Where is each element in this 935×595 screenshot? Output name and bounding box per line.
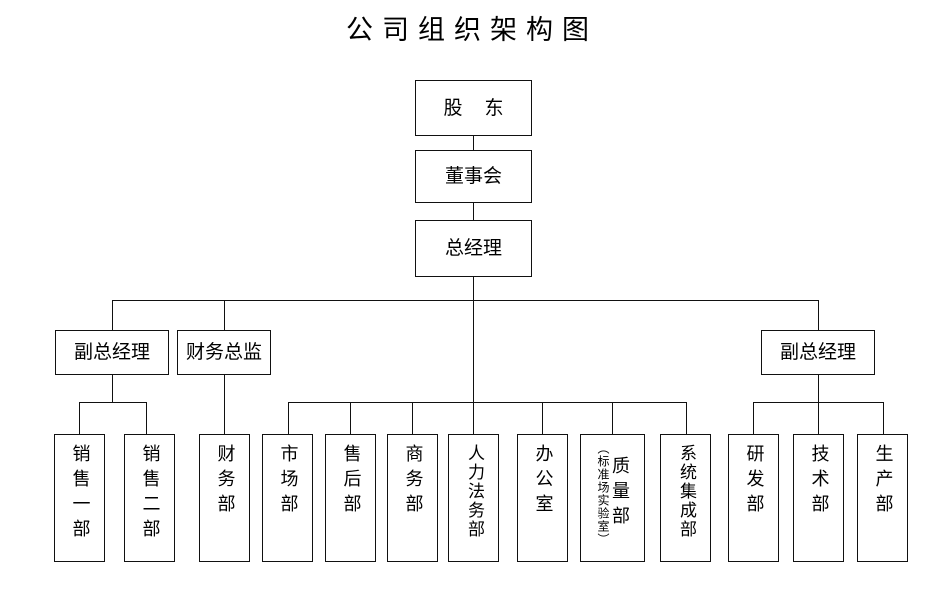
node-production-dept[interactable]: 生产部: [857, 434, 908, 562]
node-deputy-gm-left-label: 副总经理: [73, 341, 150, 364]
node-board-label: 董事会: [444, 165, 502, 188]
node-quality-dept-label: 质量部: [609, 456, 630, 531]
node-office-dept[interactable]: 办公室: [517, 434, 568, 562]
connector-tech-dept: [818, 402, 819, 434]
node-business-dept[interactable]: 商务部: [387, 434, 438, 562]
connector-production-dept: [883, 402, 884, 434]
connector-bus-deputy-left: [112, 300, 113, 330]
page-title: 公司组织架构图: [346, 15, 598, 46]
bus-top-management: [112, 300, 819, 301]
node-system-integration-dept-label: 系统集成部: [676, 444, 696, 539]
node-shareholder-label: 股 东: [443, 96, 512, 119]
connector-business-dept: [412, 402, 413, 434]
connector-rd-dept: [753, 402, 754, 434]
connector-deputy-left-trunk: [112, 375, 113, 402]
node-marketing-dept[interactable]: 市场部: [262, 434, 313, 562]
node-quality-dept-sublabel: （标准场实验室）: [596, 442, 610, 546]
node-finance-dept[interactable]: 财务部: [199, 434, 250, 562]
node-hr-legal-dept[interactable]: 人力法务部: [448, 434, 499, 562]
node-sales-dept-2[interactable]: 销售二部: [124, 434, 175, 562]
node-sales-dept-1-label: 销售一部: [69, 444, 91, 544]
connector-office-dept: [542, 402, 543, 434]
bus-deputy-left: [79, 402, 146, 403]
node-business-dept-label: 商务部: [402, 444, 424, 519]
connector-system-integration-dept: [686, 402, 687, 434]
node-sales-dept-2-label: 销售二部: [139, 444, 161, 544]
node-deputy-gm-right[interactable]: 副总经理: [761, 330, 875, 375]
node-general-manager[interactable]: 总经理: [415, 220, 532, 277]
bus-gm-departments: [288, 402, 686, 403]
connector-hr-legal-dept: [473, 402, 474, 434]
node-deputy-gm-right-label: 副总经理: [779, 341, 856, 364]
connector-shareholder-board: [473, 136, 474, 150]
node-hr-legal-dept-label: 人力法务部: [464, 444, 484, 539]
node-quality-dept[interactable]: 质量部 （标准场实验室）: [580, 434, 645, 562]
connector-gm-trunk: [473, 277, 474, 301]
node-after-sales-dept-label: 售后部: [340, 444, 362, 519]
node-finance-director[interactable]: 财务总监: [177, 330, 271, 375]
node-marketing-dept-label: 市场部: [277, 444, 299, 519]
connector-bus-deputy-right: [818, 300, 819, 330]
node-deputy-gm-left[interactable]: 副总经理: [55, 330, 169, 375]
node-tech-dept-label: 技术部: [808, 444, 830, 519]
node-tech-dept[interactable]: 技术部: [793, 434, 844, 562]
connector-sales-1: [79, 402, 80, 434]
connector-bus-finance-director: [224, 300, 225, 330]
node-production-dept-label: 生产部: [872, 444, 894, 519]
connector-sales-2: [146, 402, 147, 434]
connector-finance-dept: [224, 375, 225, 434]
node-rd-dept[interactable]: 研发部: [728, 434, 779, 562]
connector-board-gm: [473, 203, 474, 220]
node-board[interactable]: 董事会: [415, 150, 532, 203]
node-office-dept-label: 办公室: [532, 444, 554, 519]
connector-after-sales-dept: [350, 402, 351, 434]
node-finance-dept-label: 财务部: [214, 444, 236, 519]
node-general-manager-label: 总经理: [444, 237, 502, 260]
node-shareholder[interactable]: 股 东: [415, 80, 532, 136]
node-finance-director-label: 财务总监: [185, 341, 262, 364]
node-system-integration-dept[interactable]: 系统集成部: [660, 434, 711, 562]
connector-deputy-right-trunk: [818, 375, 819, 402]
node-after-sales-dept[interactable]: 售后部: [325, 434, 376, 562]
node-sales-dept-1[interactable]: 销售一部: [54, 434, 105, 562]
node-quality-dept-stack: 质量部 （标准场实验室）: [596, 442, 630, 546]
node-rd-dept-label: 研发部: [743, 444, 765, 519]
connector-marketing-dept: [288, 402, 289, 434]
connector-quality-dept: [612, 402, 613, 434]
connector-gm-to-dept-bus: [473, 300, 474, 402]
